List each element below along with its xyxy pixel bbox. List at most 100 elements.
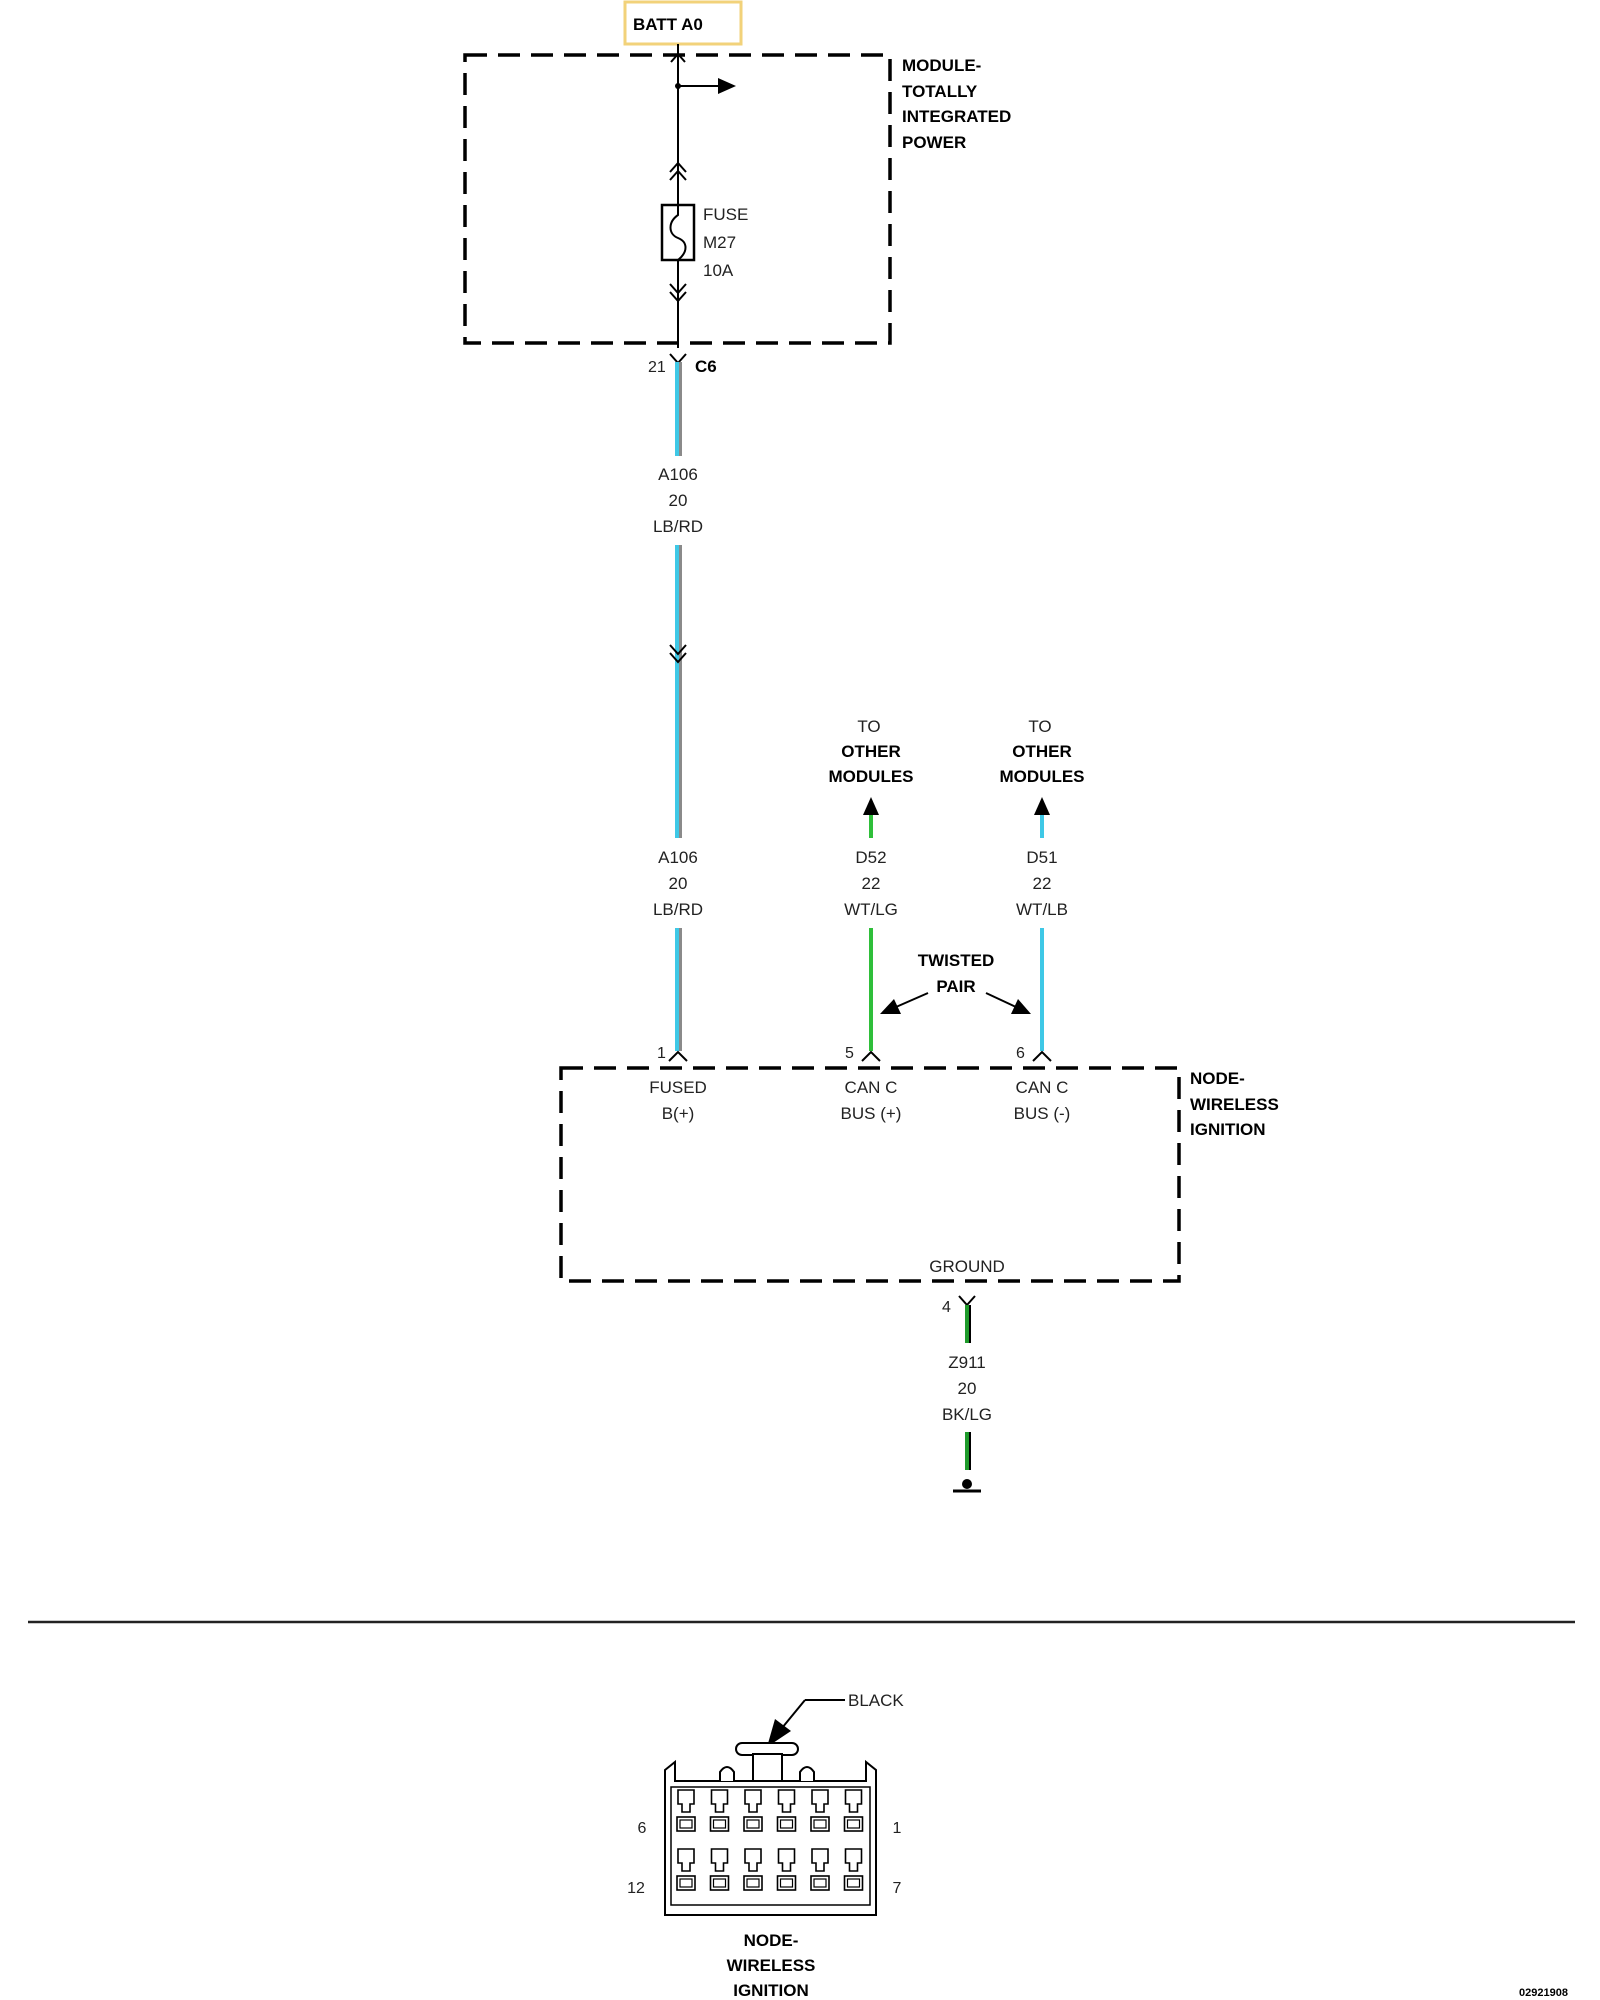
to-other-modules-right-line-3: MODULES	[1000, 767, 1085, 786]
twisted-pair-line-1: TWISTED	[918, 951, 995, 970]
wire-a106-segment-1	[675, 362, 679, 456]
wire-a106-top-line-1: A106	[658, 465, 698, 484]
pin-fused-label-line-2: B(+)	[662, 1104, 695, 1123]
color-callout-arrow-icon	[767, 1719, 791, 1747]
fuse-element-icon	[669, 205, 687, 261]
wire-a106-segment-3	[675, 928, 679, 1051]
connector-cavity	[676, 1848, 696, 1891]
wire-z911-segment-1	[965, 1305, 969, 1343]
fuse-label-line-2: M27	[703, 233, 736, 252]
wire-a106-bottom-line-3: LB/RD	[653, 900, 703, 919]
can-minus-pin-number: 6	[1016, 1045, 1025, 1062]
figure-id: 02921908	[1519, 1987, 1568, 1999]
wire-d52-line-3: WT/LG	[844, 900, 898, 919]
c6-connector: 21 C6	[648, 353, 717, 376]
connector-pin-label-top-right: 1	[893, 1820, 902, 1837]
connector-name-line-1: NODE-	[744, 1931, 799, 1950]
c6-connector-name: C6	[695, 357, 717, 376]
internal-power-wiring	[669, 44, 736, 348]
c6-pin-number: 21	[648, 359, 666, 376]
wire-d51-line-3: WT/LB	[1016, 900, 1068, 919]
battery-source: BATT A0	[623, 0, 743, 46]
feed-arrow-icon	[718, 78, 736, 94]
to-other-modules-left-line-2: OTHER	[841, 742, 901, 761]
wire-d52-segment-2	[869, 928, 873, 1051]
to-other-modules-right-line-1: TO	[1028, 717, 1051, 736]
wire-d51-line-1: D51	[1026, 848, 1057, 867]
wire-a106-top-line-2: 20	[669, 491, 688, 510]
power-module-name-line-2: TOTALLY	[902, 82, 978, 101]
power-module-name-line-1: MODULE-	[902, 56, 981, 75]
wire-a106-bottom-line-2: 20	[669, 874, 688, 893]
wire-d52-line-2: 22	[862, 874, 881, 893]
connector-cavity	[676, 1789, 696, 1832]
wire-a106: A106 20 LB/RD A106 20 LB/RD 1	[653, 362, 703, 1062]
wire-d52-line-1: D52	[855, 848, 886, 867]
connector-pin-label-bottom-left: 12	[627, 1880, 645, 1897]
twisted-pair-left-arrow-icon	[880, 999, 901, 1014]
twisted-pair-callout: TWISTED PAIR	[880, 951, 1031, 1014]
wire-d51-segment-1	[1040, 815, 1044, 838]
fused-pin-number: 1	[657, 1045, 666, 1062]
pin-fused-label-line-1: FUSED	[649, 1078, 707, 1097]
pin-ground-label: GROUND	[929, 1257, 1005, 1276]
to-other-modules-right-arrow-icon	[1034, 797, 1050, 815]
node-name-line-1: NODE-	[1190, 1069, 1245, 1088]
wire-a106-top-line-3: LB/RD	[653, 517, 703, 536]
wire-d52: TO OTHER MODULES D52 22 WT/LG 5	[829, 717, 914, 1062]
connector-cavity	[743, 1848, 763, 1891]
connector-name-line-3: IGNITION	[733, 1981, 809, 2000]
connector-cavity	[776, 1789, 797, 1832]
connector-color-label: BLACK	[848, 1691, 904, 1710]
connector-pin-label-top-left: 6	[638, 1820, 647, 1837]
to-other-modules-left-line-1: TO	[857, 717, 880, 736]
wire-z911-line-2: 20	[958, 1379, 977, 1398]
battery-label-box	[623, 0, 743, 46]
connector-name-line-2: WIRELESS	[727, 1956, 816, 1975]
connector-cavity-frame	[670, 1786, 871, 1906]
pin-can-minus-label-line-2: BUS (-)	[1014, 1104, 1071, 1123]
power-module-name-line-4: POWER	[902, 133, 966, 152]
wire-z911: 4 Z911 20 BK/LG	[942, 1295, 992, 1493]
twisted-pair-line-2: PAIR	[936, 977, 975, 996]
wire-z911-segment-2	[965, 1432, 969, 1470]
connector-shell	[664, 1759, 877, 1916]
connector-cavity	[776, 1848, 797, 1891]
fuse-label-line-1: FUSE	[703, 205, 748, 224]
connector-cavity	[843, 1789, 864, 1832]
power-module: MODULE- TOTALLY INTEGRATED POWER	[463, 53, 1011, 345]
connector-cavity	[810, 1848, 830, 1891]
twisted-pair-right-arrow-icon	[1011, 999, 1031, 1014]
to-other-modules-right-line-2: OTHER	[1012, 742, 1072, 761]
wire-d51-line-2: 22	[1033, 874, 1052, 893]
connector-face-view: BLACK 6 1 12 7 NODE- WIRELESS IGNITION	[627, 1691, 904, 2000]
to-other-modules-left-arrow-icon	[863, 797, 879, 815]
wire-z911-line-3: BK/LG	[942, 1405, 992, 1424]
connector-cavity	[709, 1848, 730, 1891]
can-plus-pin-number: 5	[845, 1045, 854, 1062]
pin-can-plus-label-line-2: BUS (+)	[841, 1104, 902, 1123]
battery-label: BATT A0	[633, 15, 703, 34]
connector-cavity	[810, 1789, 830, 1832]
ground-pin-number: 4	[942, 1299, 951, 1316]
node-boundary	[559, 1066, 1181, 1283]
to-other-modules-left-line-3: MODULES	[829, 767, 914, 786]
fuse-label-line-3: 10A	[703, 261, 734, 280]
node-name-line-3: IGNITION	[1190, 1120, 1266, 1139]
connector-cavity	[743, 1789, 763, 1832]
fuse-m27: FUSE M27 10A	[660, 203, 748, 280]
node-name-line-2: WIRELESS	[1190, 1095, 1279, 1114]
wire-z911-line-1: Z911	[948, 1353, 986, 1372]
connector-cavity-rows	[676, 1789, 864, 1891]
power-module-name-line-3: INTEGRATED	[902, 107, 1011, 126]
wire-d51: TO OTHER MODULES D51 22 WT/LB 6	[1000, 717, 1085, 1062]
ground-symbol-icon	[962, 1479, 972, 1489]
wire-d51-segment-2	[1040, 928, 1044, 1051]
connector-cavity	[843, 1848, 864, 1891]
connector-pin-label-bottom-right: 7	[893, 1880, 902, 1897]
connector-cavity	[709, 1789, 730, 1832]
wire-d52-segment-1	[869, 815, 873, 838]
node-wireless-ignition: NODE- WIRELESS IGNITION FUSED B(+) CAN C…	[559, 1066, 1279, 1283]
pin-can-plus-label-line-1: CAN C	[845, 1078, 898, 1097]
